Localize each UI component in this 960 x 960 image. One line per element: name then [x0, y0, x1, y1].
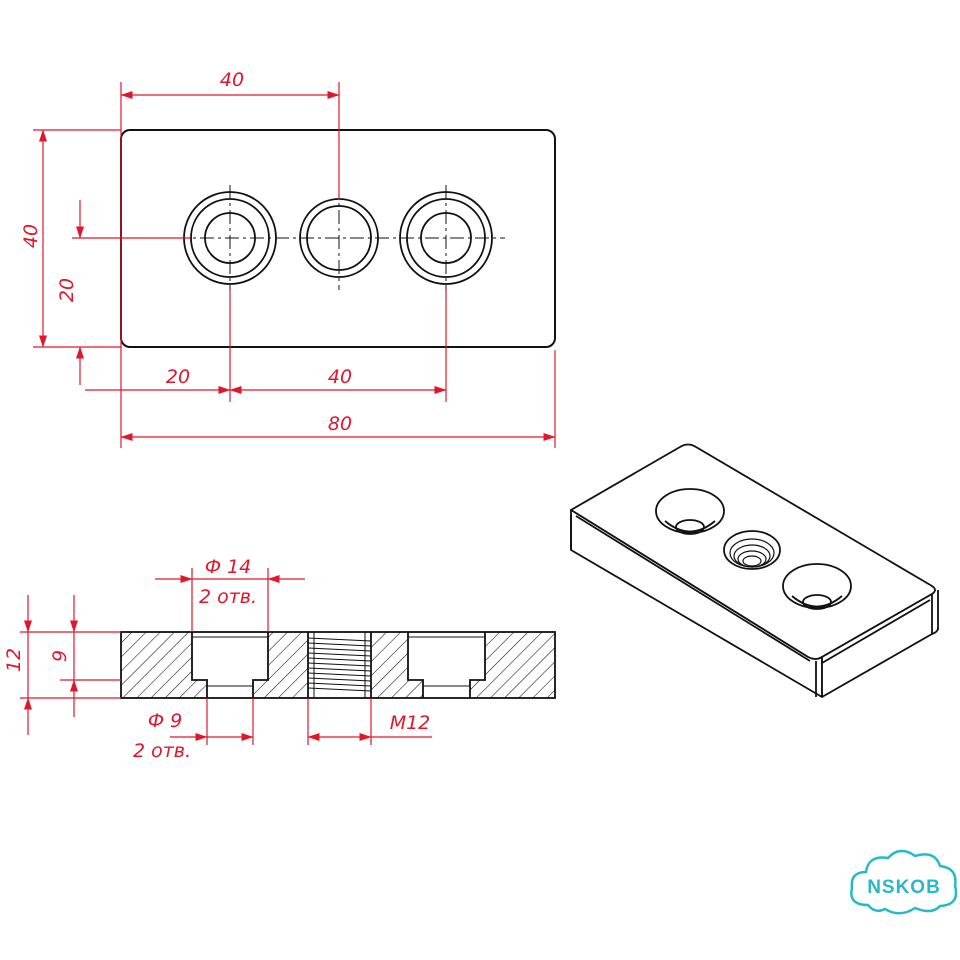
dim-center-spacing-label: 40 [328, 366, 352, 388]
cloud-icon [850, 849, 958, 915]
through-hole-note: 2 отв. [133, 740, 191, 762]
iso-hole-left [655, 488, 725, 535]
counterbore-hole-right [399, 191, 493, 285]
logo-text: NSKOB [867, 877, 941, 898]
center-lines [175, 185, 505, 290]
plan-dimensions [33, 82, 556, 448]
section-hatch [121, 632, 555, 698]
dim-thread-label: M12 [390, 712, 431, 734]
plan-view: 40 20 40 80 40 20 [20, 69, 556, 448]
section-dimensions [20, 568, 432, 745]
dim-height-label: 40 [20, 224, 42, 248]
dim-total-width-label: 80 [328, 413, 352, 435]
counterbore-note: 2 отв. [199, 586, 257, 608]
logo: NSKOB [850, 849, 958, 915]
dim-thickness-label: 12 [3, 648, 25, 672]
thread-lines [307, 637, 372, 692]
iso-hole-right [782, 563, 852, 610]
dim-edge-offset-label: 20 [166, 366, 190, 388]
dim-half-height-label: 20 [56, 278, 78, 302]
dim-counterbore-label: Ф 14 [205, 556, 252, 578]
section-view: Ф 14 2 отв. Ф 9 2 отв. M12 12 9 [3, 556, 556, 762]
iso-hole-center [723, 530, 781, 570]
isometric-view [570, 443, 939, 698]
dim-through-hole-label: Ф 9 [148, 710, 182, 732]
dim-hole-spacing-label: 40 [220, 69, 244, 91]
dim-bore-depth-label: 9 [49, 650, 71, 662]
